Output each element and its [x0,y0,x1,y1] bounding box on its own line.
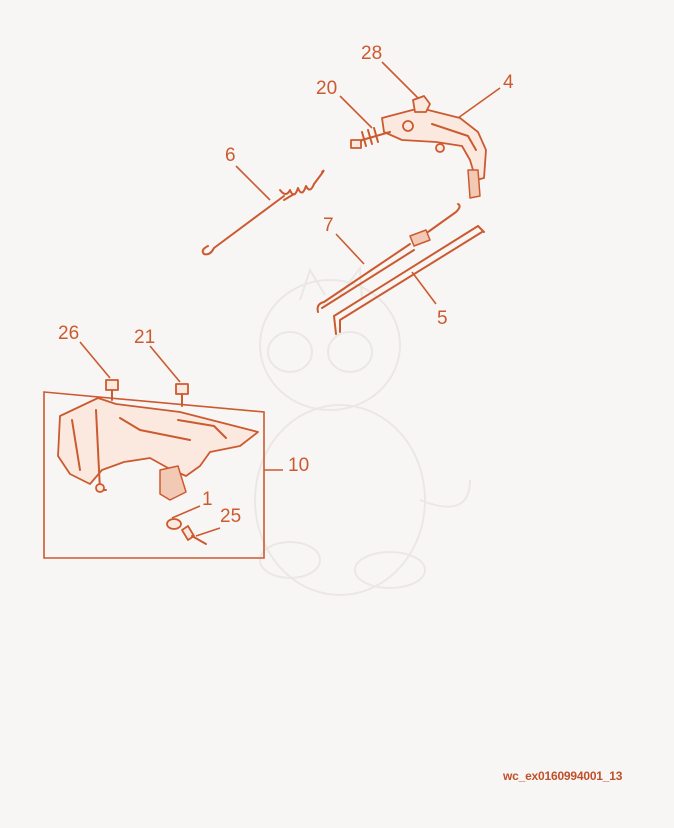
part-28-nut [412,95,431,113]
part-25-bolt [181,525,207,545]
callout-4: 4 [503,72,514,93]
part-20-spring [350,127,391,149]
leader-lines [79,61,501,537]
part-26-screw [105,379,119,401]
part-6-spring-rod [201,169,325,256]
part-10-tray [57,397,259,501]
part-21-screw [175,383,189,407]
callout-1: 1 [202,489,213,510]
image-id-label: wc_ex0160994001_13 [503,769,623,783]
part-5-rod [333,225,485,335]
part-7-rod [316,203,461,313]
part-4-bracket [381,107,487,199]
part-10-assembly-box [43,391,283,559]
callout-5: 5 [437,308,448,329]
callout-28: 28 [361,43,382,64]
callout-7: 7 [323,215,334,236]
callout-25: 25 [220,506,241,527]
callout-6: 6 [225,145,236,166]
callout-21: 21 [134,327,155,348]
callout-26: 26 [58,323,79,344]
callout-20: 20 [316,78,337,99]
callout-10: 10 [288,455,309,476]
part-1-washer [166,518,182,530]
